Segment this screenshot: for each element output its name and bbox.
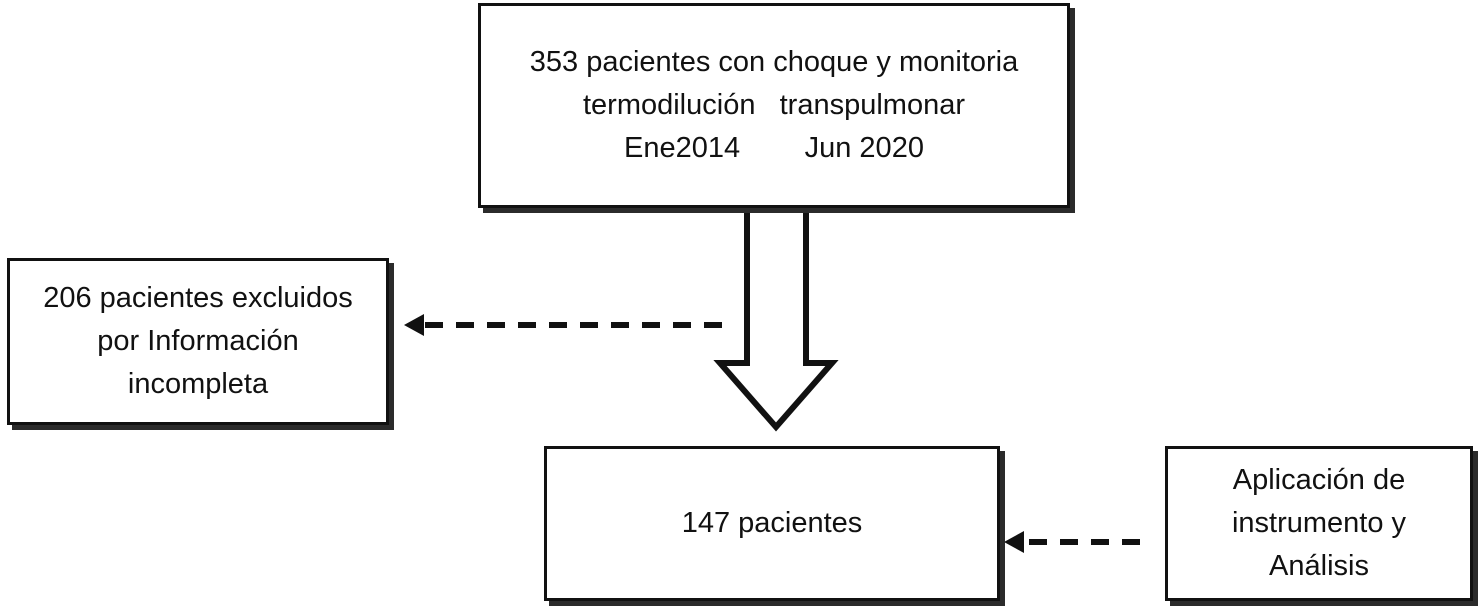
excluded-line-2: por Información [97, 325, 299, 357]
excluded-line-1: 206 pacientes excluidos [43, 282, 353, 314]
total-line-3: Ene2014 Jun 2020 [624, 132, 924, 164]
excluded-line-3: incompleta [127, 368, 269, 400]
included-line-1: 147 pacientes [681, 507, 863, 539]
total-line-1: 353 pacientes con choque y monitoria [529, 46, 1019, 78]
analysis-line-3: Análisis [1269, 550, 1369, 582]
analysis-box: Aplicación de instrumento y Análisis [1165, 446, 1473, 601]
exclusion-arrowhead [404, 314, 424, 336]
total-line-2: termodilución transpulmonar [582, 89, 965, 121]
main-flow-arrow [713, 207, 839, 432]
analysis-line-2: instrumento y [1231, 507, 1407, 539]
analysis-arrowhead [1004, 531, 1024, 553]
excluded-patients-box: 206 pacientes excluidos por Información … [7, 258, 389, 425]
total-patients-box: 353 pacientes con choque y monitoria ter… [478, 3, 1070, 208]
included-patients-box: 147 pacientes [544, 446, 1000, 601]
analysis-line-1: Aplicación de [1232, 464, 1406, 496]
